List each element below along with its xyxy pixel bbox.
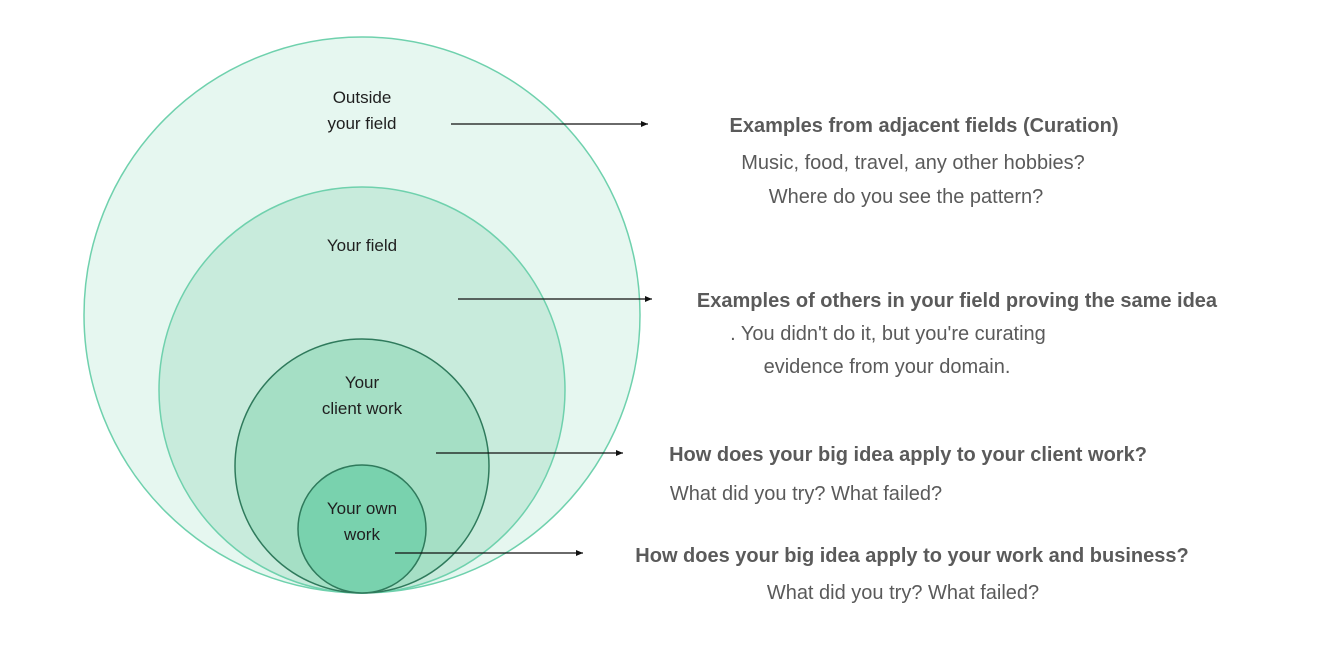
annotation-2-line-1: . You didn't do it, but you're curating bbox=[730, 323, 1046, 345]
annotation-2-line-2: evidence from your domain. bbox=[764, 356, 1011, 378]
annotation-3-line-1: What did you try? What failed? bbox=[670, 483, 942, 505]
client-label-line-2: client work bbox=[322, 399, 403, 418]
annotation-3-heading: How does your big idea apply to your cli… bbox=[669, 444, 1147, 466]
field-label: Your field bbox=[327, 236, 397, 255]
annotation-1-line-2: Where do you see the pattern? bbox=[769, 186, 1044, 208]
own-label-line-2: work bbox=[343, 525, 380, 544]
client-label-line-1: Your bbox=[345, 373, 380, 392]
outside-label-line-2: your field bbox=[328, 114, 397, 133]
annotation-4-line-1: What did you try? What failed? bbox=[767, 582, 1039, 604]
own-label-line-1: Your own bbox=[327, 499, 397, 518]
annotation-1-heading: Examples from adjacent fields (Curation) bbox=[730, 115, 1119, 137]
annotation-4-heading: How does your big idea apply to your wor… bbox=[635, 545, 1188, 567]
annotation-1-line-1: Music, food, travel, any other hobbies? bbox=[741, 152, 1085, 174]
annotation-2-heading: Examples of others in your field proving… bbox=[697, 290, 1218, 312]
own-work-circle bbox=[297, 464, 427, 594]
outside-label-line-1: Outside bbox=[333, 88, 392, 107]
